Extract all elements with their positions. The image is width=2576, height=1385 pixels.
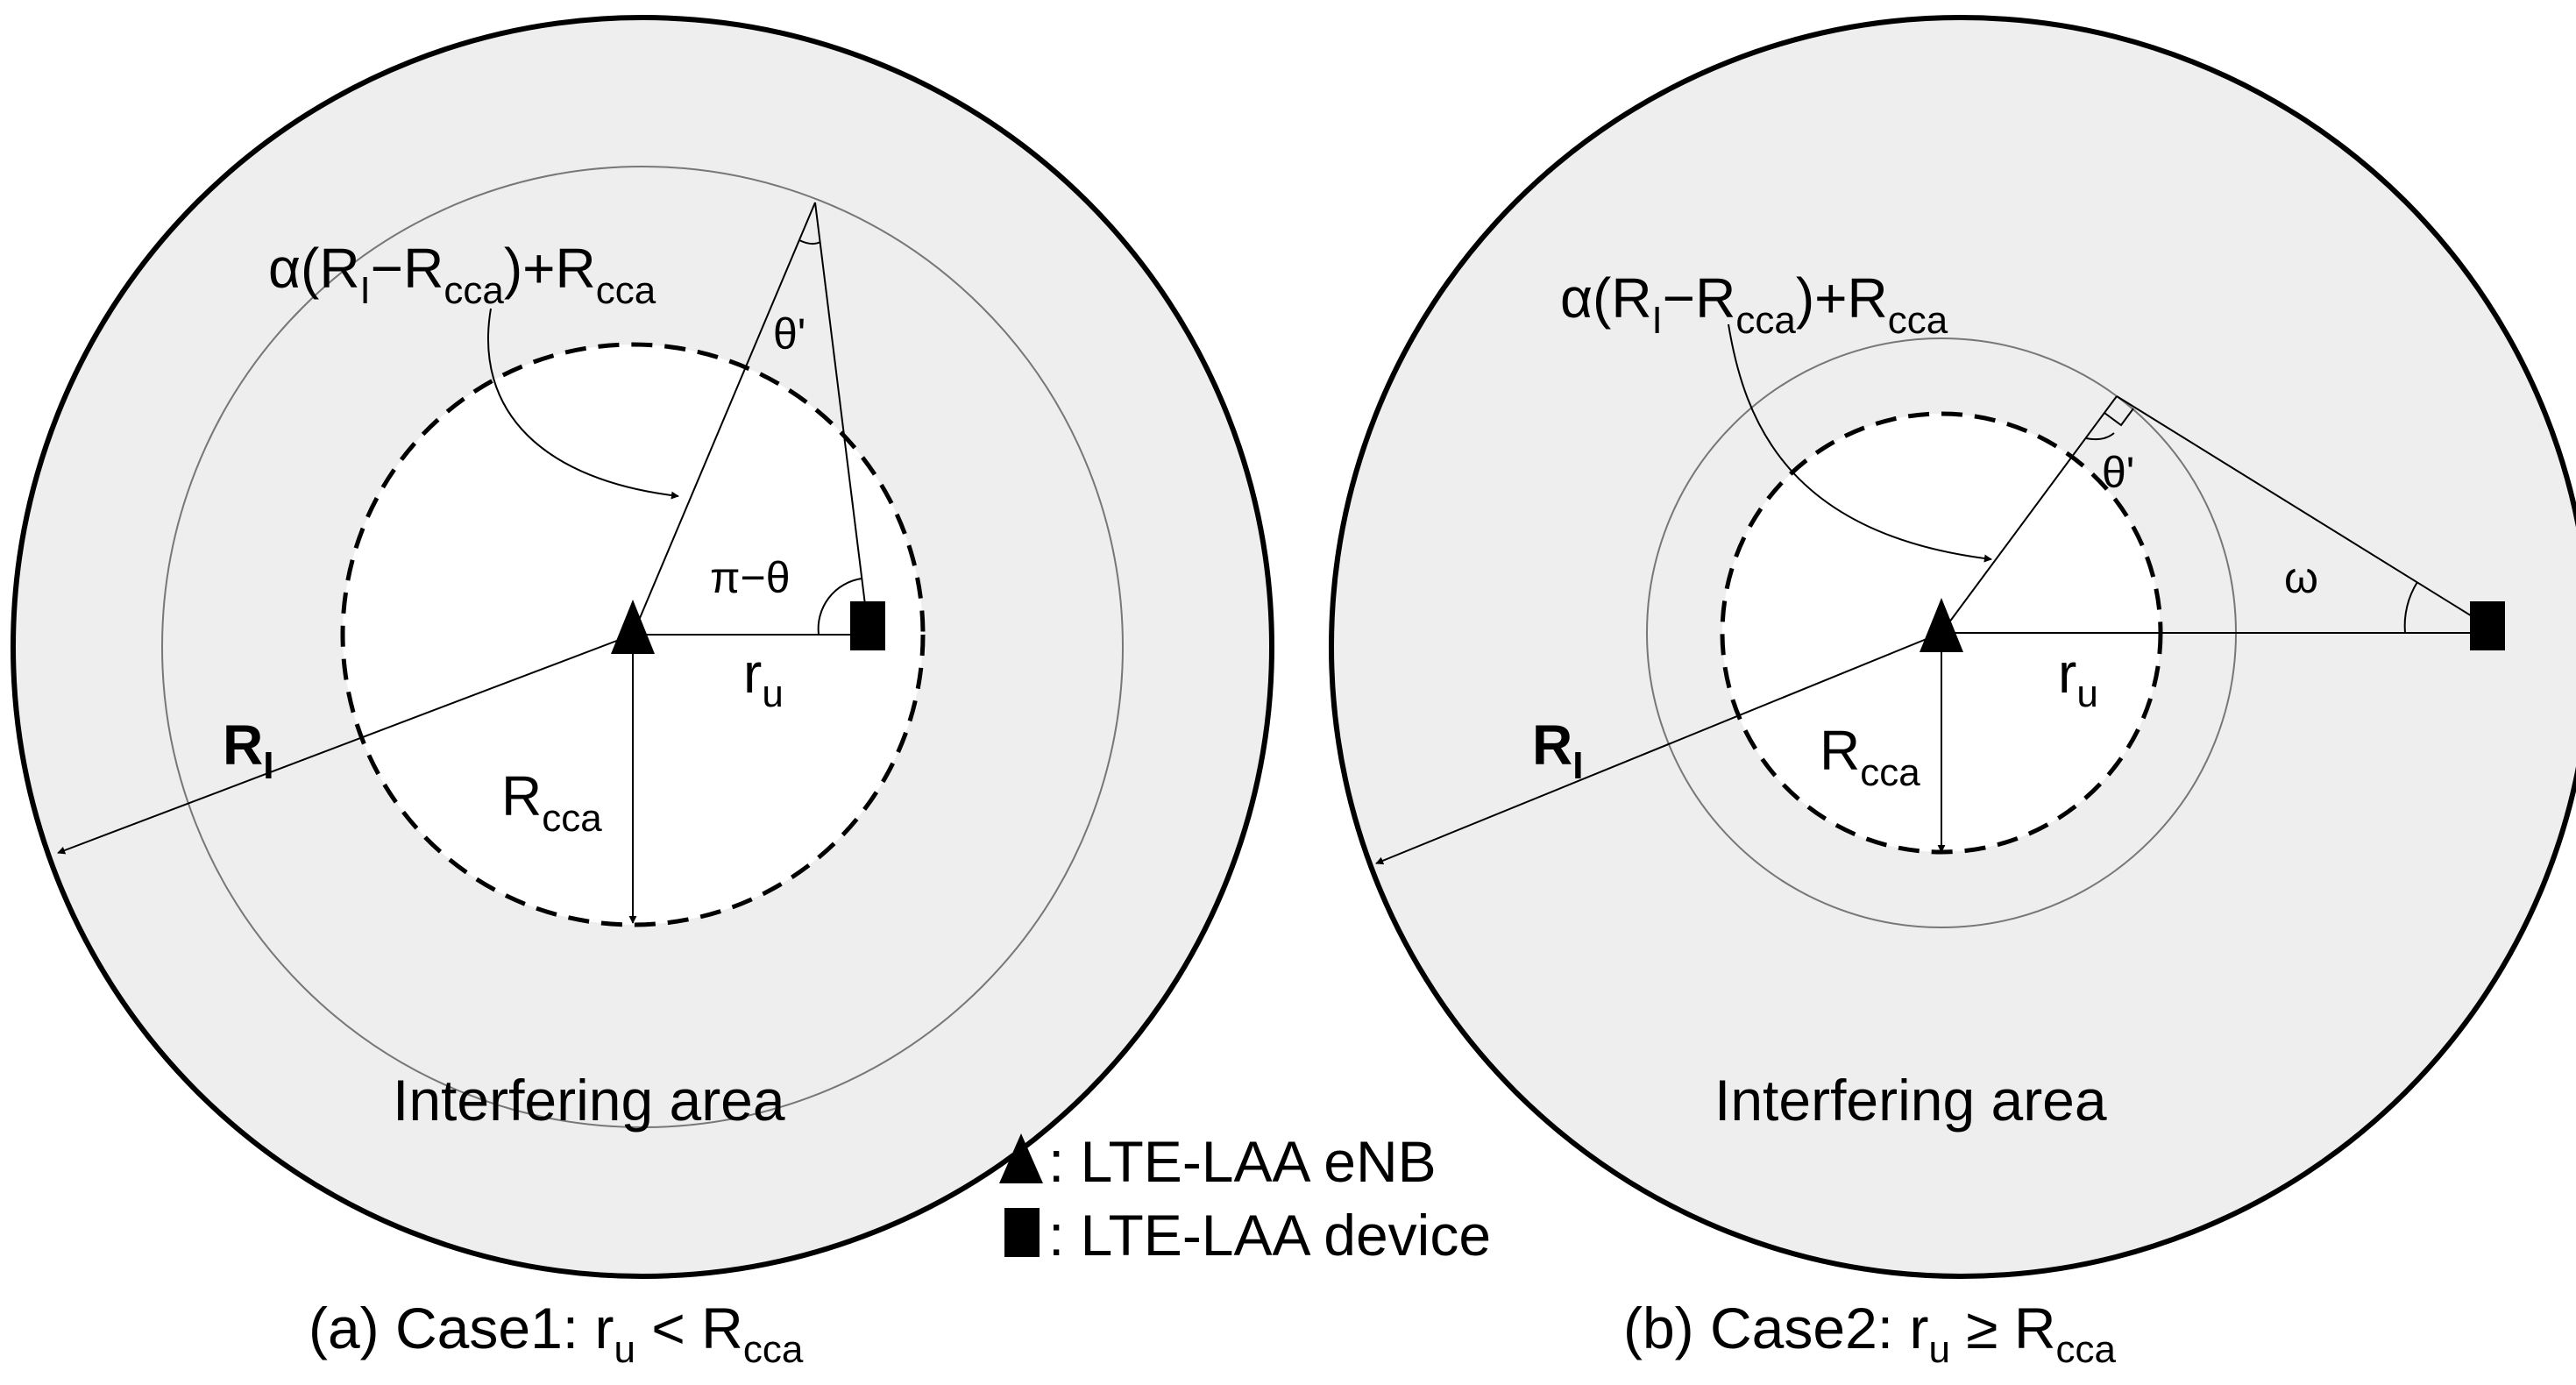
pi-minus-theta-label-a: π−θ <box>710 553 791 602</box>
legend: : LTE-LAA eNB : LTE-LAA device <box>999 1129 1491 1268</box>
ri-label-a: RI <box>223 714 273 787</box>
alpha-radius-line-b <box>1941 395 2118 634</box>
legend-square-icon <box>1004 1208 1040 1257</box>
ri-radius-line-a <box>57 634 634 855</box>
right-angle-marker-b <box>2104 408 2134 427</box>
caption-b: (b) Case2: ru ≥ Rcca <box>1623 1296 2116 1371</box>
ru-label-a: ru <box>743 642 784 715</box>
theta-prime-label-a: θ' <box>773 309 805 359</box>
alpha-pointer-curve-a <box>486 308 679 500</box>
ri-radius-line-b <box>1375 632 1942 865</box>
alpha-radius-circle-a <box>161 166 1124 1128</box>
interfering-area-label-a: Interfering area <box>393 1068 785 1133</box>
omega-arc-b <box>2403 581 2418 634</box>
interfering-area-label-b: Interfering area <box>1714 1068 2107 1133</box>
alpha-radius-line-a <box>632 202 816 636</box>
device-square-icon-b <box>2470 601 2505 650</box>
pi-minus-theta-arc-a <box>817 578 862 636</box>
alpha-label-a: α(RI−Rcca)+Rcca <box>268 237 656 312</box>
rcca-label-a: Rcca <box>501 764 602 840</box>
alpha-pointer-curve-b <box>1728 323 1992 563</box>
ri-label-b: RI <box>1532 714 1583 787</box>
tangent-line-b <box>2116 395 2488 627</box>
enb-triangle-icon-a <box>611 600 655 654</box>
theta-prime-label-b: θ' <box>2102 448 2134 497</box>
theta-prime-arc-b <box>2085 432 2115 441</box>
legend-enb-label: : LTE-LAA eNB <box>1048 1129 1437 1194</box>
enb-triangle-icon-b <box>1920 598 1963 652</box>
legend-device-label: : LTE-LAA device <box>1048 1203 1491 1268</box>
ru-label-b: ru <box>2058 642 2098 715</box>
alpha-label-b: α(RI−Rcca)+Rcca <box>1560 266 1948 342</box>
device-square-icon-a <box>850 601 885 650</box>
theta-prime-arc-a <box>798 239 821 245</box>
device-to-point-line-a <box>814 202 869 627</box>
omega-label-b: ω <box>2284 553 2318 602</box>
panel-a: α(RI−Rcca)+Rcca θ' π−θ ru Rcca RI Interf… <box>11 15 1274 1279</box>
legend-triangle-icon <box>999 1133 1043 1183</box>
rcca-label-b: Rcca <box>1820 719 1920 794</box>
panel-b: α(RI−Rcca)+Rcca θ' ω ru Rcca RI Interfer… <box>1329 15 2576 1279</box>
caption-a: (a) Case1: ru < Rcca <box>309 1296 804 1371</box>
